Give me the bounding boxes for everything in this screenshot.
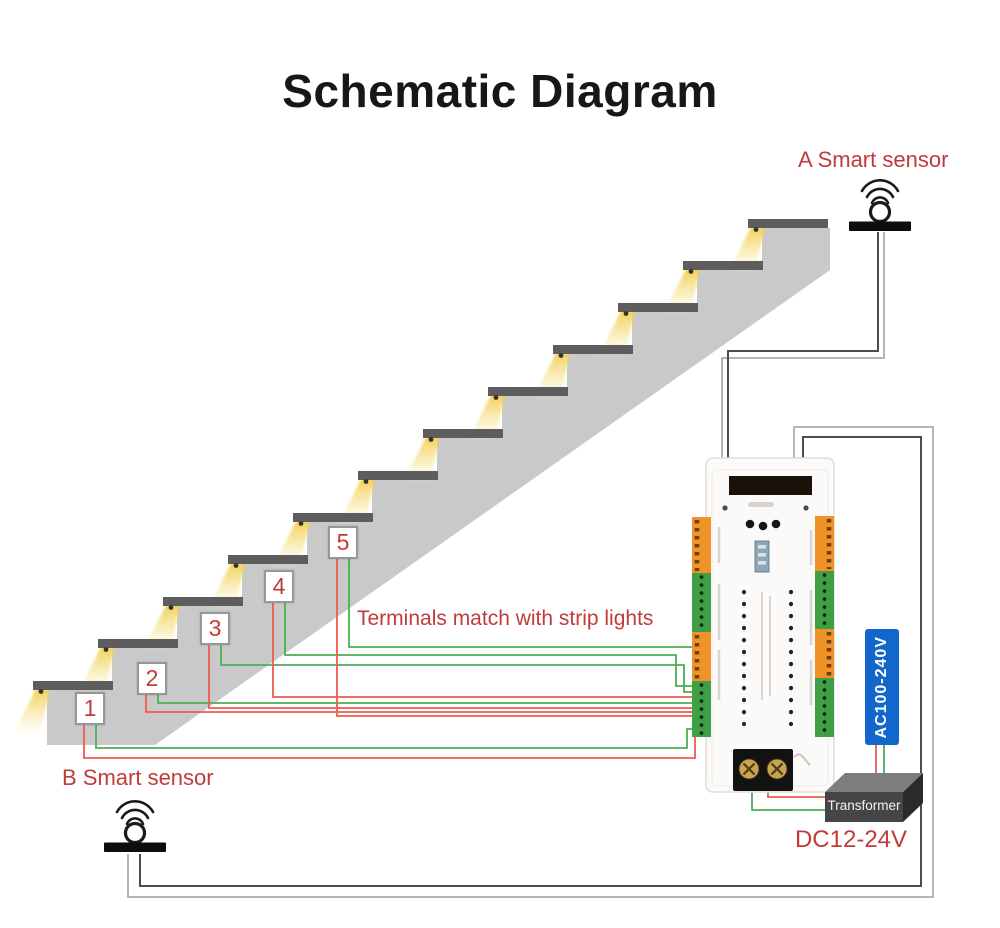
wire-red-4 (272, 600, 702, 698)
terminal-number: 3 (208, 615, 222, 641)
led-controller (692, 457, 835, 793)
power-terminal (733, 749, 793, 791)
controller-buttons (745, 519, 781, 531)
sensor-wires-light (127, 232, 934, 898)
sensor-a-wire-outer (721, 232, 885, 463)
dip-switch (754, 540, 770, 573)
sensor-b-label: B Smart sensor (62, 765, 214, 790)
sensor-b-wire-outer (127, 426, 934, 898)
step-terminal-box-2: 2 (137, 662, 167, 695)
sensor-b-wire-inner (139, 436, 922, 887)
terminal-number: 5 (336, 529, 350, 555)
wire-green-2 (157, 692, 702, 704)
wire-green-1 (95, 722, 702, 749)
print-hints (717, 527, 813, 705)
motion-sensor-b-icon (104, 800, 166, 852)
strip-wires-red (83, 556, 877, 798)
transformer-label: Transformer (827, 798, 901, 813)
sensor-a-label: A Smart sensor (798, 147, 949, 172)
motion-sensor-a-icon (849, 179, 911, 231)
ac-input-label: AC100-240V (873, 635, 890, 739)
transformer-box (825, 773, 923, 822)
terminals-note: Terminals match with strip lights (357, 607, 654, 630)
ac-input-box: AC100-240V (865, 629, 899, 745)
terminal-blocks-left (692, 517, 711, 737)
terminal-number: 1 (83, 695, 97, 721)
pin-rows (741, 589, 794, 727)
page-title: Schematic Diagram (282, 65, 718, 117)
sensor-a-wire-inner (727, 232, 879, 463)
dc-output-label: DC12-24V (794, 826, 908, 853)
step-terminal-box-3: 3 (200, 612, 230, 645)
step-terminal-box-1: 1 (75, 692, 105, 725)
cable-clip (793, 753, 811, 766)
step-terminal-box-4: 4 (264, 570, 294, 603)
wire-green-5 (348, 556, 702, 648)
terminal-number: 4 (272, 573, 286, 599)
controller-display (729, 476, 812, 495)
terminal-number: 2 (145, 665, 159, 691)
wire-red-5 (336, 556, 702, 717)
controller-brand-mark (748, 502, 774, 507)
sensor-wires-dark (139, 232, 922, 887)
terminal-blocks-right (815, 516, 834, 737)
wire-green-3 (220, 642, 702, 693)
wire-red-2 (145, 692, 702, 713)
wire-red-3 (208, 642, 702, 709)
step-terminal-box-5: 5 (328, 526, 358, 559)
wire-green-power (751, 789, 827, 811)
staircase-body (47, 228, 830, 745)
